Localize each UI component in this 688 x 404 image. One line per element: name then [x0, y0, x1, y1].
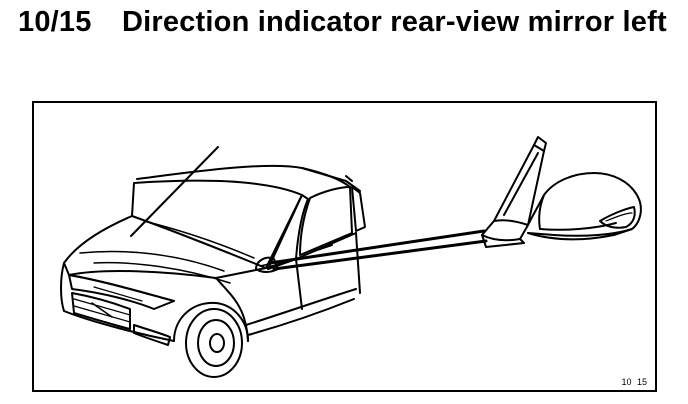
grille: [71, 292, 131, 330]
illustration-frame: 10 15: [32, 101, 657, 392]
rear-body-line: [355, 232, 361, 294]
section-number: 10/15: [18, 6, 92, 38]
callout-line-lower: [272, 239, 488, 271]
mirror-arm: [493, 144, 545, 226]
mirror-housing: [527, 172, 642, 237]
car-roof-rear: [301, 167, 351, 188]
car-roof: [136, 164, 347, 182]
mirror-bottom-edge: [527, 228, 633, 241]
hood-crease: [79, 250, 225, 272]
front-wheel-hub: [209, 333, 225, 353]
grille-bar-2: [73, 305, 131, 323]
car-side-lower: [245, 288, 357, 326]
section-title: Direction indicator rear-view mirror lef…: [122, 6, 667, 38]
headlight: [68, 274, 175, 310]
mirror-base-front: [481, 234, 525, 248]
section-heading: 10/15 Direction indicator rear-view mirr…: [18, 4, 678, 80]
car-body-side: [215, 277, 249, 342]
door-handle: [313, 244, 333, 252]
mirror-indicator-lens: [599, 206, 636, 229]
car-mirror-illustration: [60, 136, 642, 378]
hood-center-line: [93, 261, 231, 284]
front-wheel-arch: [173, 301, 249, 342]
rear-quarter-window: [351, 186, 366, 232]
mirror-enlarged-drawing: [481, 136, 642, 248]
mirror-housing-inner: [538, 194, 545, 230]
c-pillar-line: [345, 180, 361, 192]
rear-trunk-edge: [345, 175, 353, 182]
headlight-detail: [93, 286, 143, 302]
windshield-wiper: [143, 220, 255, 259]
car-side-mirror: [255, 256, 279, 273]
grille-emblem: [91, 302, 113, 318]
figure-code: 10 15: [621, 377, 647, 387]
front-wheel-rim: [197, 319, 235, 367]
front-fascia: [60, 262, 175, 342]
lower-intake: [133, 324, 171, 346]
mirror-base-plate: [481, 219, 529, 242]
mirror-indicator-detail: [605, 212, 633, 222]
grille-bar-1: [73, 298, 131, 316]
car-side-sill: [247, 298, 355, 336]
mirror-arm-inner: [533, 136, 547, 152]
callout-lines: [268, 229, 488, 271]
roof-antenna-line: [130, 146, 219, 237]
mirror-arm-edge: [503, 152, 539, 216]
car-hood: [63, 215, 267, 279]
mirror-housing-back: [539, 222, 617, 231]
rear-side-window: [299, 186, 353, 256]
callout-line-upper: [268, 229, 486, 265]
front-wheel: [185, 308, 243, 378]
